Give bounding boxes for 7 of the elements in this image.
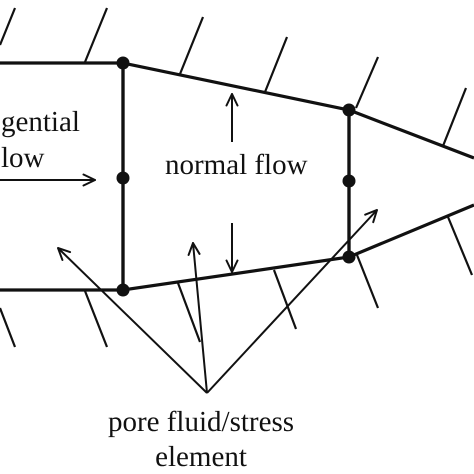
leader-arrow <box>57 247 208 394</box>
flow-label: gential low <box>1 105 81 176</box>
flow-element-outline <box>349 110 474 257</box>
leader-arrow <box>188 242 208 394</box>
leader-arrow <box>206 209 378 394</box>
flow-label: normal flow <box>165 148 308 183</box>
annotation-text: pore fluid/stress element <box>105 405 297 474</box>
